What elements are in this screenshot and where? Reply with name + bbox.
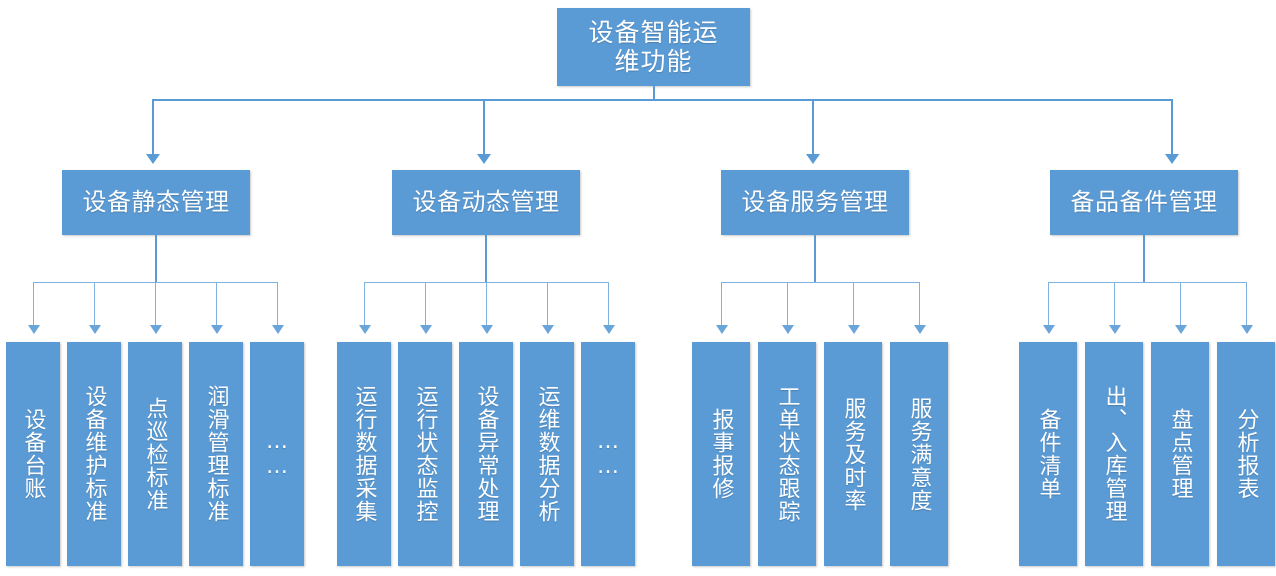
leaf-node-1-4[interactable]: 润滑管理标准 [189, 342, 243, 566]
branch-2-drop-connector-1 [364, 282, 365, 325]
branch-1-stem-connector [155, 235, 157, 283]
branch-3-arrow-3 [848, 325, 860, 334]
branch-2-drop-connector-4 [547, 282, 548, 325]
leaf-node-1-5[interactable]: …… [250, 342, 304, 566]
branch-1-arrow-5 [272, 325, 284, 334]
leaf-node-4-1[interactable]: 备件清单 [1019, 342, 1077, 566]
root-stem-connector [653, 86, 655, 100]
branch-1-drop-connector-1 [33, 282, 34, 325]
branch-4-drop-connector-3 [1180, 282, 1181, 325]
leaf-node-2-1[interactable]: 运行数据采集 [337, 342, 391, 566]
leaf-node-1-3-label: 点巡检标准 [142, 396, 168, 512]
leaf-node-4-3-label: 盘点管理 [1167, 408, 1193, 500]
leaf-node-1-2[interactable]: 设备维护标准 [67, 342, 121, 566]
branch-node-3[interactable]: 设备服务管理 [721, 170, 909, 235]
branch-4-stem-connector [1143, 235, 1145, 283]
branch-3-drop-connector-4 [919, 282, 920, 325]
branch-node-2-label: 设备动态管理 [412, 188, 560, 217]
branch-2-arrow-4 [542, 325, 554, 334]
leaf-node-3-3-label: 服务及时率 [840, 396, 866, 512]
branch-3-arrow-2 [782, 325, 794, 334]
branch-4-arrow-2 [1109, 325, 1121, 334]
branch-node-4[interactable]: 备品备件管理 [1050, 170, 1238, 235]
level2-arrow-1 [146, 154, 160, 164]
leaf-node-4-4-label: 分析报表 [1233, 408, 1259, 500]
branch-4-arrow-4 [1241, 325, 1253, 334]
branch-1-arrow-4 [211, 325, 223, 334]
leaf-node-2-5[interactable]: …… [581, 342, 635, 566]
branch-3-bus-connector [721, 282, 919, 283]
branch-node-2[interactable]: 设备动态管理 [392, 170, 580, 235]
branch-1-arrow-1 [28, 325, 40, 334]
branch-3-drop-connector-3 [853, 282, 854, 325]
branch-node-1[interactable]: 设备静态管理 [62, 170, 250, 235]
leaf-node-2-5-label: …… [595, 429, 621, 479]
level2-drop-connector-1 [152, 99, 154, 154]
leaf-node-2-2-label: 运行状态监控 [412, 385, 438, 523]
leaf-node-3-4[interactable]: 服务满意度 [890, 342, 948, 566]
branch-node-3-label: 设备服务管理 [741, 188, 889, 217]
branch-4-arrow-1 [1043, 325, 1055, 334]
branch-2-stem-connector [485, 235, 487, 283]
branch-2-arrow-1 [359, 325, 371, 334]
branch-2-drop-connector-2 [425, 282, 426, 325]
branch-3-drop-connector-2 [787, 282, 788, 325]
branch-2-drop-connector-3 [486, 282, 487, 325]
branch-2-arrow-5 [603, 325, 615, 334]
leaf-node-2-4-label: 运维数据分析 [534, 385, 560, 523]
branch-node-1-label: 设备静态管理 [82, 188, 230, 217]
leaf-node-2-2[interactable]: 运行状态监控 [398, 342, 452, 566]
branch-3-arrow-4 [914, 325, 926, 334]
leaf-node-3-1-label: 报事报修 [708, 408, 734, 500]
level2-arrow-2 [477, 154, 491, 164]
leaf-node-1-5-label: …… [264, 429, 290, 479]
leaf-node-4-2-label: 出、入库管理 [1101, 385, 1127, 523]
leaf-node-3-4-label: 服务满意度 [906, 396, 932, 512]
level2-drop-connector-2 [483, 99, 485, 154]
branch-4-arrow-3 [1175, 325, 1187, 334]
root-node[interactable]: 设备智能运维功能 [557, 8, 750, 86]
level2-bus-connector [152, 99, 1173, 101]
branch-1-drop-connector-5 [277, 282, 278, 325]
leaf-node-4-1-label: 备件清单 [1035, 408, 1061, 500]
leaf-node-3-2-label: 工单状态跟踪 [774, 385, 800, 523]
branch-1-drop-connector-3 [155, 282, 156, 325]
branch-4-drop-connector-2 [1114, 282, 1115, 325]
branch-4-drop-connector-4 [1246, 282, 1247, 325]
branch-1-drop-connector-2 [94, 282, 95, 325]
branch-1-arrow-2 [89, 325, 101, 334]
leaf-node-4-2[interactable]: 出、入库管理 [1085, 342, 1143, 566]
branch-3-drop-connector-1 [721, 282, 722, 325]
leaf-node-2-4[interactable]: 运维数据分析 [520, 342, 574, 566]
branch-4-bus-connector [1048, 282, 1246, 283]
branch-2-drop-connector-5 [608, 282, 609, 325]
branch-3-arrow-1 [716, 325, 728, 334]
branch-3-stem-connector [814, 235, 816, 283]
branch-1-drop-connector-4 [216, 282, 217, 325]
leaf-node-1-3[interactable]: 点巡检标准 [128, 342, 182, 566]
leaf-node-3-3[interactable]: 服务及时率 [824, 342, 882, 566]
leaf-node-2-3[interactable]: 设备异常处理 [459, 342, 513, 566]
leaf-node-2-1-label: 运行数据采集 [351, 385, 377, 523]
leaf-node-1-1-label: 设备台账 [20, 408, 46, 500]
level2-arrow-3 [806, 154, 820, 164]
leaf-node-3-2[interactable]: 工单状态跟踪 [758, 342, 816, 566]
level2-drop-connector-4 [1171, 99, 1173, 154]
root-node-label: 设备智能运维功能 [588, 17, 719, 77]
branch-node-4-label: 备品备件管理 [1070, 188, 1218, 217]
leaf-node-1-1[interactable]: 设备台账 [6, 342, 60, 566]
leaf-node-3-1[interactable]: 报事报修 [692, 342, 750, 566]
leaf-node-1-2-label: 设备维护标准 [81, 385, 107, 523]
branch-2-arrow-2 [420, 325, 432, 334]
level2-arrow-4 [1165, 154, 1179, 164]
branch-4-drop-connector-1 [1048, 282, 1049, 325]
leaf-node-4-4[interactable]: 分析报表 [1217, 342, 1275, 566]
level2-drop-connector-3 [812, 99, 814, 154]
leaf-node-2-3-label: 设备异常处理 [473, 385, 499, 523]
leaf-node-1-4-label: 润滑管理标准 [203, 385, 229, 523]
branch-2-arrow-3 [481, 325, 493, 334]
branch-1-arrow-3 [150, 325, 162, 334]
leaf-node-4-3[interactable]: 盘点管理 [1151, 342, 1209, 566]
